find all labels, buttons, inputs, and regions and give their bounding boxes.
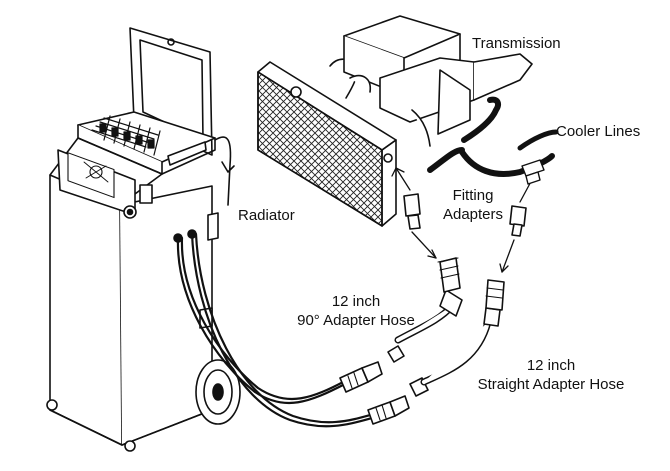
fitting-adapter-right <box>509 205 527 237</box>
adapter-hose-90 <box>387 257 463 363</box>
label-adapter-hose-90: 12 inch 90° Adapter Hose <box>286 292 426 330</box>
label-fitting-adapters-line-1: Fitting <box>452 187 494 204</box>
label-adapter-hose-90-line-1: 12 inch <box>331 293 381 310</box>
hose-coupler-lower <box>367 395 410 425</box>
transmission <box>343 15 533 147</box>
label-cooler-lines: Cooler Lines <box>556 123 641 140</box>
label-straight-adapter-hose-line-2: Straight Adapter Hose <box>477 376 625 393</box>
label-straight-adapter-hose: 12 inch Straight Adapter Hose <box>466 356 636 394</box>
label-transmission: Transmission <box>472 35 561 52</box>
flush-machine <box>46 27 241 452</box>
label-fitting-adapters-line-2: Adapters <box>442 206 504 223</box>
straight-adapter-hose <box>409 279 505 397</box>
valve-switch-bank <box>91 115 161 156</box>
hose-coupler-upper <box>339 361 383 393</box>
label-adapter-hose-90-line-2: 90° Adapter Hose <box>297 312 415 329</box>
label-radiator: Radiator <box>238 207 295 224</box>
cooler-lines <box>427 96 559 185</box>
machine-hoses <box>176 232 376 428</box>
label-straight-adapter-hose-line-1: 12 inch <box>526 357 576 374</box>
label-fitting-adapters: Fitting Adapters <box>438 186 508 224</box>
fitting-adapter-left <box>403 193 421 230</box>
